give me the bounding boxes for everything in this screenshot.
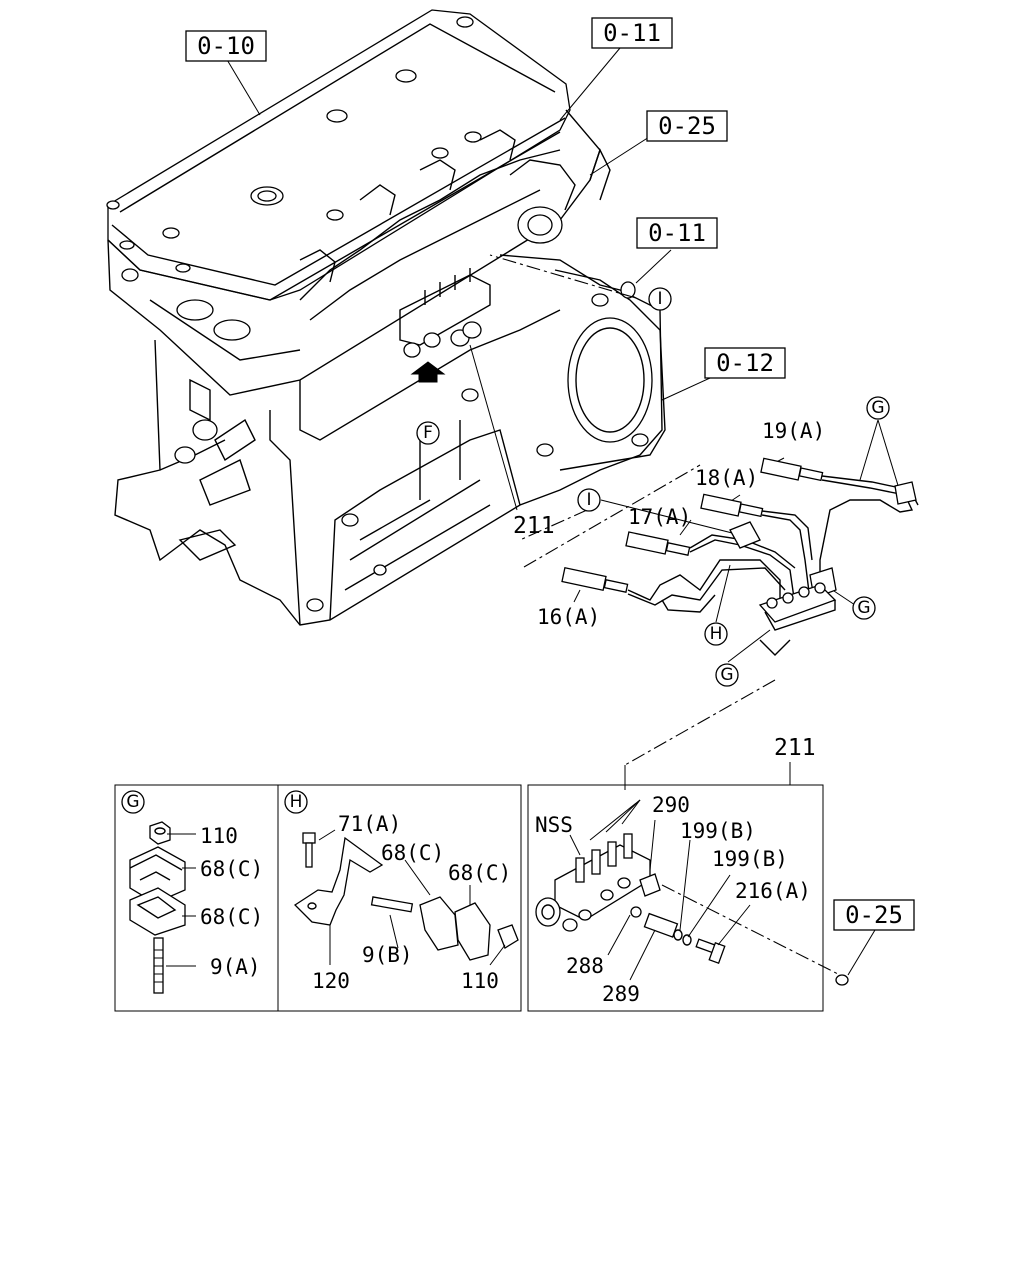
part-16a[interactable]: 16(A) [537, 605, 600, 629]
part-h-120[interactable]: 120 [312, 969, 350, 993]
part-211-main[interactable]: 211 [513, 513, 555, 539]
part-290[interactable]: 290 [652, 793, 690, 817]
part-nss[interactable]: NSS [535, 813, 573, 837]
part-g-9a[interactable]: 9(A) [210, 955, 261, 979]
marker-g-detail: G [121, 790, 145, 814]
marker-g-right: G [852, 596, 876, 620]
ref-box-0-25-bottom[interactable]: 0-25 [833, 899, 915, 931]
part-288[interactable]: 288 [566, 954, 604, 978]
detail-box-h [277, 784, 522, 1012]
part-g-110[interactable]: 110 [200, 824, 238, 848]
marker-i-pipe: I [577, 488, 601, 512]
svg-text:F: F [423, 423, 433, 443]
svg-text:G: G [126, 792, 139, 812]
part-h-68c-right[interactable]: 68(C) [448, 861, 511, 885]
ref-box-0-11-mid[interactable]: 0-11 [636, 217, 718, 249]
ref-box-0-25-top[interactable]: 0-25 [646, 110, 728, 142]
detail-211-illustration [535, 762, 876, 986]
up-arrow-icon [410, 361, 446, 383]
marker-h-detail: H [284, 790, 308, 814]
detail-h-illustration [293, 829, 519, 966]
svg-text:H: H [710, 624, 723, 644]
svg-text:G: G [720, 665, 733, 685]
marker-g-top: G [866, 396, 890, 420]
marker-i-top: I [648, 287, 672, 311]
marker-h: H [704, 622, 728, 646]
ref-label-0-11-mid: 0-11 [648, 219, 706, 247]
ref-label-0-12: 0-12 [716, 349, 774, 377]
ref-box-0-10[interactable]: 0-10 [185, 30, 267, 62]
marker-g-bottom: G [715, 663, 739, 687]
part-g-68c-upper[interactable]: 68(C) [200, 857, 263, 881]
svg-text:I: I [657, 289, 662, 309]
ref-label-0-10: 0-10 [197, 32, 255, 60]
ref-label-0-25-bottom: 0-25 [845, 901, 903, 929]
ref-label-0-25-top: 0-25 [658, 112, 716, 140]
marker-f: F [416, 421, 440, 445]
ref-box-0-12[interactable]: 0-12 [704, 347, 786, 379]
part-g-68c-lower[interactable]: 68(C) [200, 905, 263, 929]
part-211-detail[interactable]: 211 [774, 735, 816, 761]
part-h-68c-left[interactable]: 68(C) [381, 841, 444, 865]
part-h-9b[interactable]: 9(B) [362, 943, 413, 967]
svg-text:H: H [290, 792, 303, 812]
part-199b-lower[interactable]: 199(B) [712, 847, 788, 871]
part-19a[interactable]: 19(A) [762, 419, 825, 443]
detail-g-illustration [129, 821, 196, 994]
part-17a[interactable]: 17(A) [628, 505, 691, 529]
svg-text:G: G [871, 398, 884, 418]
part-216a[interactable]: 216(A) [735, 879, 811, 903]
part-289[interactable]: 289 [602, 982, 640, 1006]
svg-text:G: G [857, 598, 870, 618]
engine-block-illustration [106, 9, 666, 626]
part-18a[interactable]: 18(A) [695, 466, 758, 490]
part-h-110[interactable]: 110 [461, 969, 499, 993]
part-h-71a[interactable]: 71(A) [338, 812, 401, 836]
injection-pipes-illustration [561, 457, 919, 656]
detail-box-211 [527, 784, 824, 1012]
ref-label-0-11-top: 0-11 [603, 19, 661, 47]
ref-box-0-11-top[interactable]: 0-11 [591, 17, 673, 49]
svg-text:I: I [586, 490, 591, 510]
part-199b-upper[interactable]: 199(B) [680, 819, 756, 843]
